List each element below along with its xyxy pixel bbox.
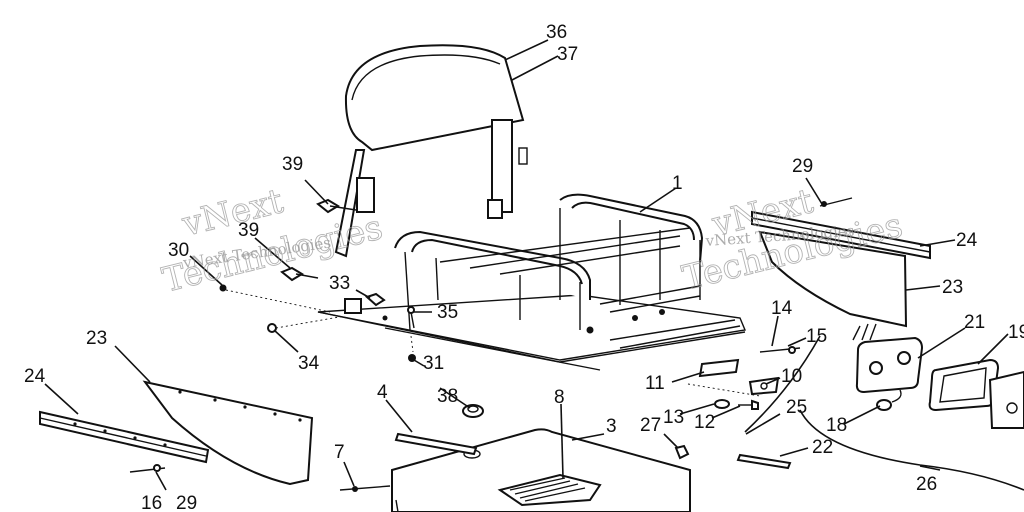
callout-8: 8 [554,387,565,408]
callout-33: 33 [329,273,350,294]
callout-21: 21 [964,312,985,333]
callout-39: 39 [238,220,259,241]
callout-29: 29 [176,493,197,512]
callout-22: 22 [812,437,833,458]
callout-4: 4 [377,382,388,403]
callout-23: 23 [86,328,107,349]
callout-15: 15 [806,326,827,347]
callout-36: 36 [546,22,567,43]
callout-39: 39 [282,154,303,175]
callout-10: 10 [781,366,802,387]
callout-16: 16 [141,493,162,512]
backrest-pad [334,44,528,258]
callout-1: 1 [672,173,683,194]
callout-12: 12 [694,412,715,433]
left-side-panel [39,380,314,486]
callout-30: 30 [168,240,189,261]
cargo-rack-frame [317,193,746,371]
callout-24: 24 [24,366,46,387]
callout-38: 38 [437,386,458,407]
callout-34: 34 [298,353,320,374]
storage-box [339,428,691,512]
callout-37: 37 [557,44,578,65]
callout-labels: 36 37 1 29 39 39 30 33 35 24 23 14 15 21… [24,22,1024,512]
callout-13: 13 [663,407,684,428]
tail-light-assembly [687,323,1024,491]
callout-11: 11 [645,373,665,394]
callout-18: 18 [826,415,847,436]
callout-19: 19 [1008,322,1024,343]
callout-25: 25 [786,397,807,418]
callout-14: 14 [771,298,793,319]
callout-31: 31 [423,353,444,374]
callout-24: 24 [956,230,978,251]
callout-3: 3 [606,416,617,437]
callout-27: 27 [640,415,661,436]
callout-26: 26 [916,474,937,495]
callout-7: 7 [334,442,345,463]
callout-29: 29 [792,156,813,177]
callout-23: 23 [942,277,963,298]
right-side-panel [751,197,931,328]
callout-35: 35 [437,302,458,323]
leader-lines [44,39,1009,491]
